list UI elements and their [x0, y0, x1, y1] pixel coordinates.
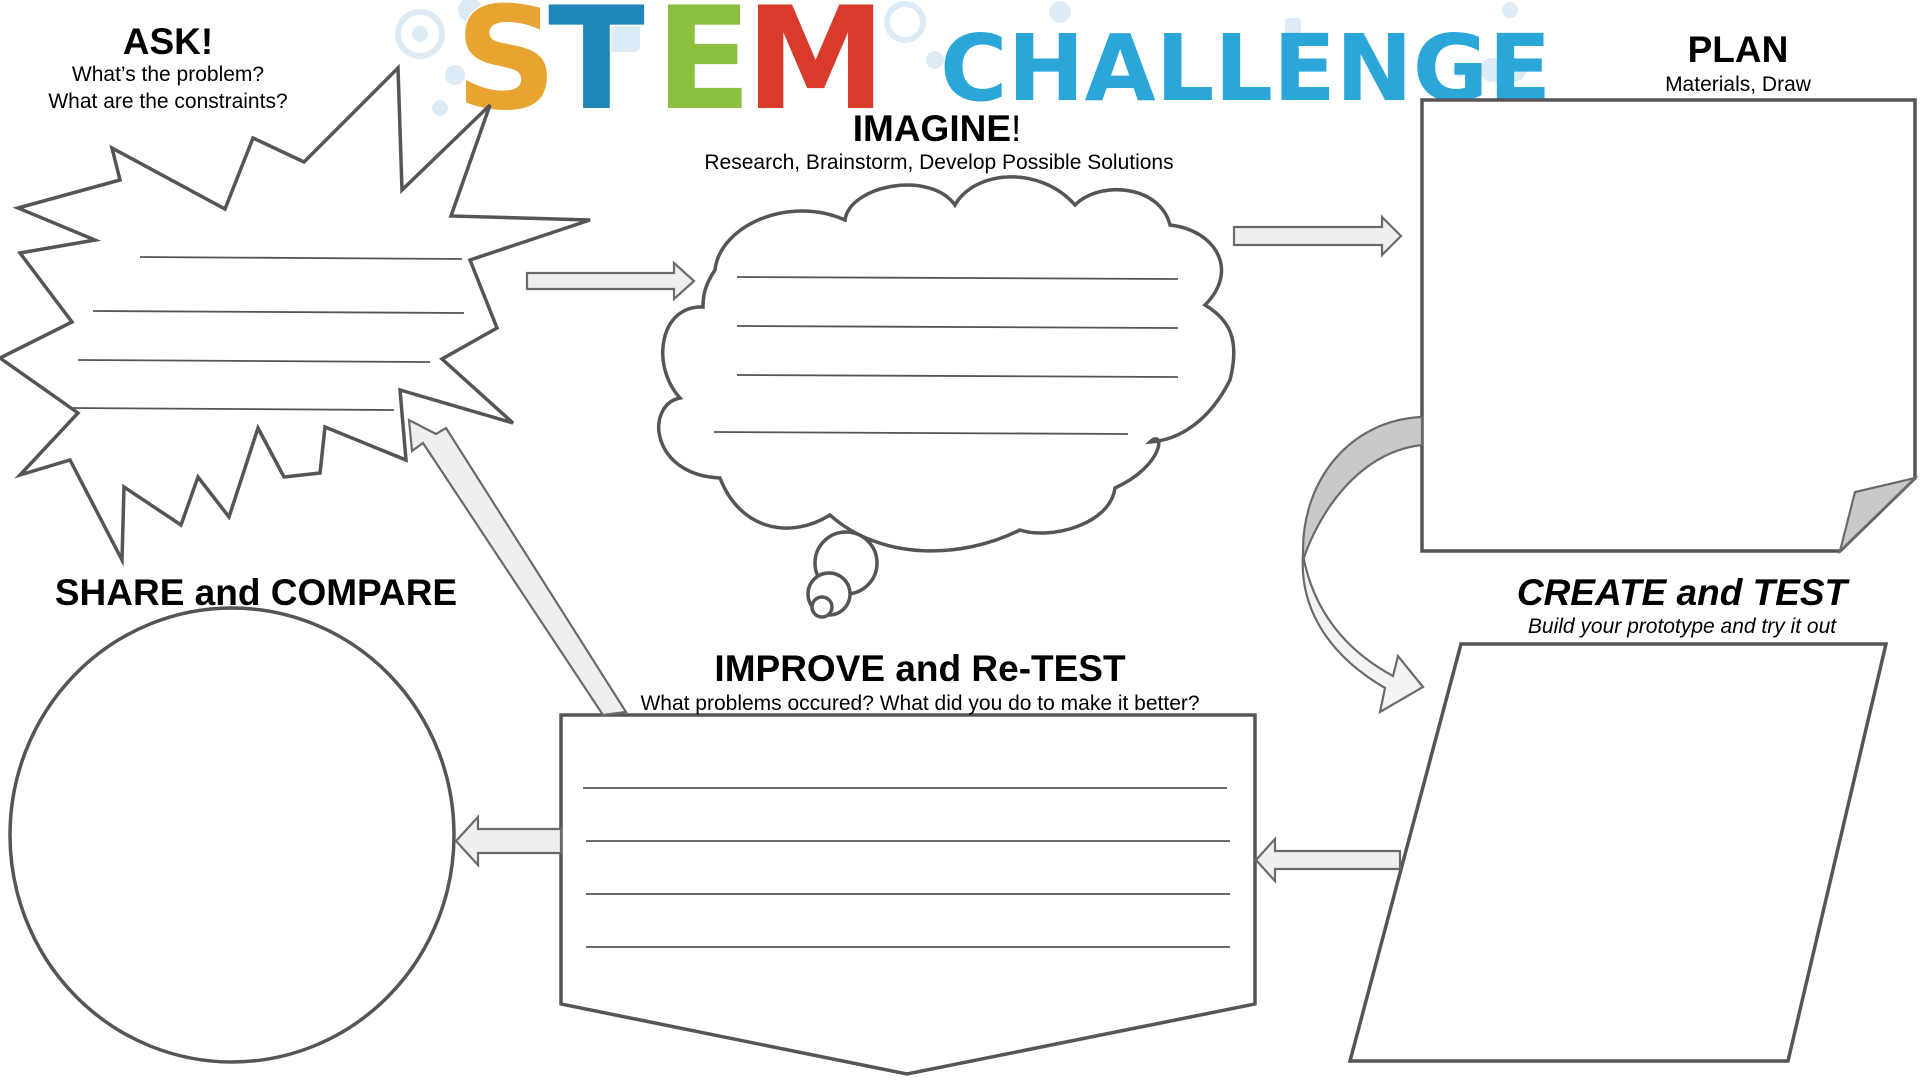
imagine-box [657, 175, 1236, 619]
stem-letter-t: T [548, 0, 645, 142]
banner-decoration [395, 0, 1526, 116]
stem-letter-s: S [455, 0, 557, 142]
stem-logo: S T E M [454, 0, 888, 144]
arrow-imagine-to-plan [1232, 214, 1403, 258]
imagine-subtitle: Research, Brainstorm, Develop Possible S… [704, 151, 1173, 174]
create-subtitle: Build your prototype and try it out [1528, 615, 1837, 638]
share-title: SHARE and COMPARE [55, 572, 457, 613]
arrow-improve-to-share [454, 814, 563, 868]
imagine-title-main: IMAGINE [853, 108, 1011, 149]
plan-box [1420, 98, 1919, 555]
ask-question-1: What’s the problem? [72, 63, 264, 86]
imagine-title: IMAGINE! [853, 108, 1022, 149]
improve-box [559, 713, 1257, 1076]
curved-arrow-plan-to-create [1301, 415, 1425, 715]
arrow-ask-to-imagine [525, 260, 696, 302]
share-box [8, 606, 456, 1064]
improve-title: IMPROVE and Re-TEST [714, 648, 1126, 689]
create-box [1347, 642, 1889, 1063]
arrow-create-to-improve [1254, 836, 1402, 884]
arrow-improve-to-ask [407, 418, 628, 717]
stem-letter-m: M [745, 0, 886, 142]
plan-title: PLAN [1688, 29, 1789, 70]
ask-question-2: What are the constraints? [48, 90, 287, 113]
ask-box [0, 63, 591, 567]
improve-subtitle: What problems occured? What did you do t… [640, 692, 1199, 715]
stem-letter-e: E [655, 0, 752, 142]
create-title: CREATE and TEST [1517, 572, 1851, 613]
imagine-title-bang: ! [1011, 108, 1021, 149]
ask-title: ASK! [123, 21, 213, 62]
plan-subtitle: Materials, Draw [1665, 73, 1812, 96]
